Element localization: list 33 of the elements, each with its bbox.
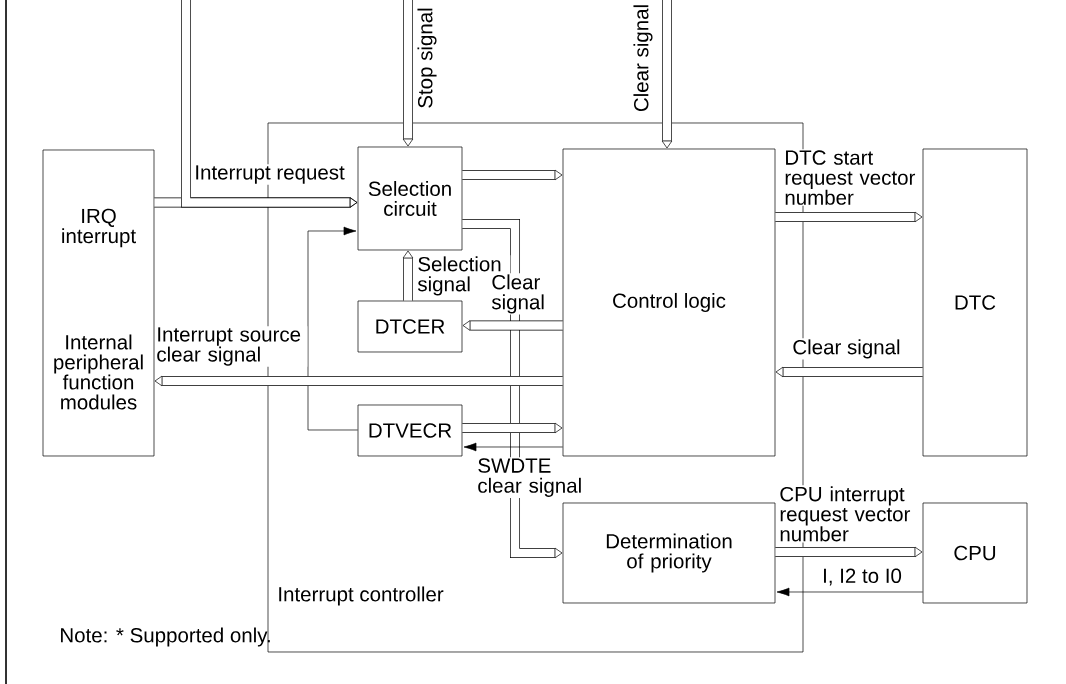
bus-arrow xyxy=(775,366,923,378)
edge-label: CPU interrupt request vector number xyxy=(778,485,917,543)
bus-arrow xyxy=(462,422,563,434)
edge-label: Interrupt request xyxy=(193,164,346,185)
bus-arrow xyxy=(402,0,414,147)
edge-label: Clear signal xyxy=(490,273,553,315)
edge-label: I, I2 to I0 xyxy=(821,567,903,587)
bus-arrow xyxy=(154,375,563,387)
edge-label: DTC start request vector number xyxy=(783,149,922,206)
edge-label: Interrupt source clear signal xyxy=(155,326,308,367)
block-box: DTCER xyxy=(357,300,463,353)
block-box: Selection circuit xyxy=(357,146,463,251)
arrow xyxy=(776,587,923,597)
block-box: Determination of priority xyxy=(562,502,776,604)
block-box: DTC xyxy=(922,148,1028,457)
bus-arrow xyxy=(661,0,673,149)
bus-arrow xyxy=(462,169,563,181)
arrow xyxy=(307,226,358,431)
bus-arrow xyxy=(402,250,414,301)
edge-label: Stop signal xyxy=(416,6,438,110)
block-box: Control logic xyxy=(562,148,776,457)
bus-arrow xyxy=(775,211,923,223)
arrow xyxy=(463,442,563,452)
block-box: DTVECR xyxy=(357,404,463,457)
bus-arrow xyxy=(775,546,923,558)
edge-label: Clear signal xyxy=(632,2,654,114)
bus-arrow xyxy=(462,320,563,331)
bus-arrow xyxy=(181,0,358,208)
block-box: CPU xyxy=(922,502,1028,604)
edge-label: SWDTE clear signal xyxy=(476,457,591,498)
edge-label: Clear signal xyxy=(791,338,902,360)
note-text: Note: * Supported only. xyxy=(61,627,270,647)
block-box: IRQ interrupt Internal peripheral function modules xyxy=(42,149,155,457)
